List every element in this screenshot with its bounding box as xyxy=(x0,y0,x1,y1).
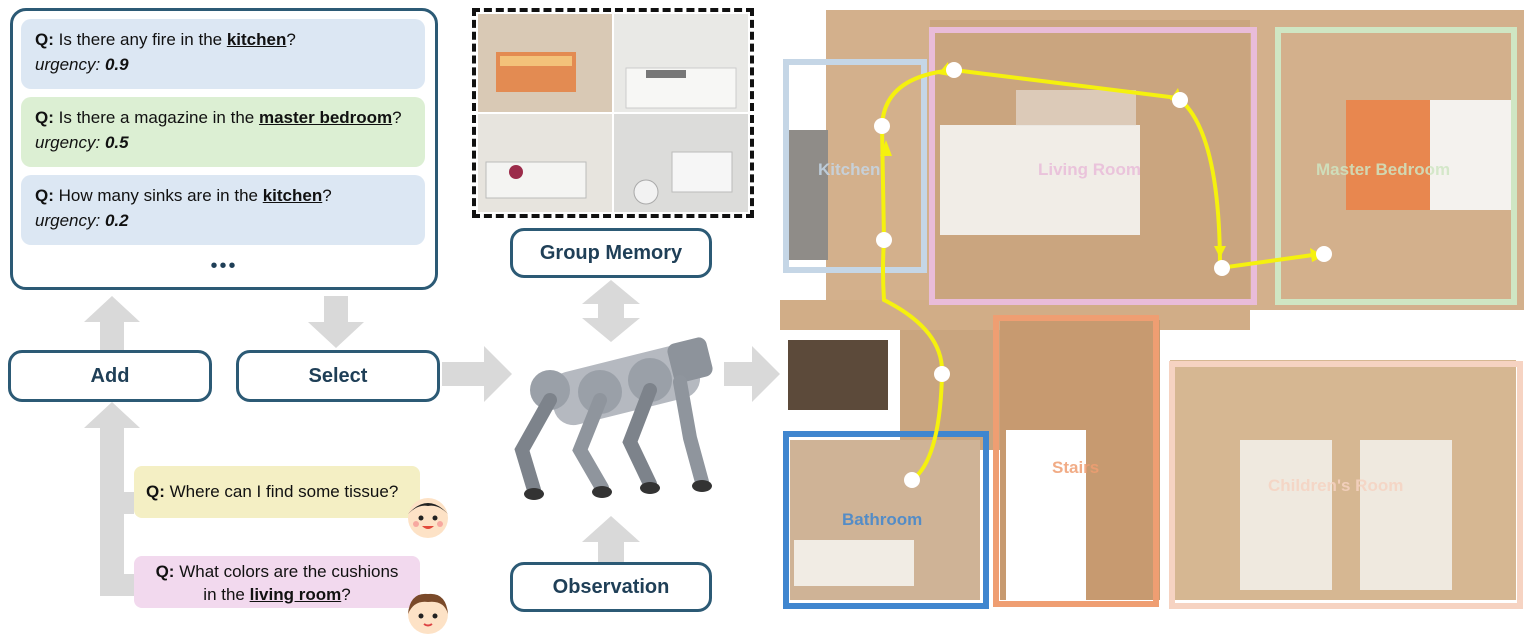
room-label-childrens-room: Children's Room xyxy=(1268,476,1404,495)
q-marker: Q: xyxy=(35,30,54,49)
room-name: master bedroom xyxy=(258,108,393,127)
robot-dog-icon xyxy=(514,337,713,500)
group-memory-button[interactable]: Group Memory xyxy=(510,228,712,278)
question-text-2: in the xyxy=(203,585,250,604)
urgency-label: urgency: xyxy=(35,211,101,230)
user1-connector xyxy=(112,492,134,514)
room-label-master-bedroom: Master Bedroom xyxy=(1316,160,1451,179)
room-label-bathroom: Bathroom xyxy=(842,510,923,529)
urgency-label: urgency: xyxy=(35,55,101,74)
robot-dog xyxy=(514,337,713,500)
urgency-value: 0.5 xyxy=(104,133,129,152)
girl-avatar-icon xyxy=(408,593,448,634)
question-end: ? xyxy=(392,108,402,127)
user-question-1[interactable]: Q: Where can I find some tissue? xyxy=(134,466,420,518)
add-to-queue-arrow xyxy=(84,296,140,350)
q-marker: Q: xyxy=(35,108,54,127)
more-ellipsis: ••• xyxy=(210,255,238,277)
group-memory-images xyxy=(472,8,754,218)
question-end: ? xyxy=(286,30,296,49)
observation-to-robot-arrow xyxy=(582,516,640,562)
select-button[interactable]: Select xyxy=(236,350,440,402)
urgency-value: 0.2 xyxy=(104,211,129,230)
waypoint xyxy=(1172,92,1188,108)
floor-map xyxy=(780,10,1524,609)
room-label-living-room: Living Room xyxy=(1038,160,1141,179)
room-box-stairs xyxy=(993,315,1159,607)
room-box-kitchen xyxy=(783,59,927,273)
room-name: living room xyxy=(249,585,342,604)
path-arrowhead xyxy=(1214,246,1226,258)
question-text: How many sinks are in the xyxy=(58,186,263,205)
room-box-master-bedroom xyxy=(1275,27,1517,305)
room-name: kitchen xyxy=(226,30,287,49)
question-text: Is there a magazine in the xyxy=(58,108,259,127)
room-label-stairs: Stairs xyxy=(1052,458,1100,477)
room-box-childrens-room xyxy=(1169,361,1523,609)
robot-to-map-arrow xyxy=(724,346,780,402)
room-box-bathroom xyxy=(783,431,989,609)
queue-item[interactable]: Q: Is there a magazine in the master bed… xyxy=(21,97,425,167)
path-arrowhead xyxy=(880,140,892,156)
waypoint xyxy=(1316,246,1332,262)
waypoint xyxy=(904,472,920,488)
memory-robot-arrow xyxy=(582,280,640,342)
select-to-robot-arrow xyxy=(442,346,512,402)
queue-item[interactable]: Q: How many sinks are in the kitchen? ur… xyxy=(21,175,425,245)
q-marker: Q: xyxy=(35,186,54,205)
urgency-value: 0.9 xyxy=(104,55,129,74)
question-end: ? xyxy=(341,585,351,604)
waypoint xyxy=(876,232,892,248)
waypoint xyxy=(934,366,950,382)
question-end: ? xyxy=(322,186,332,205)
urgency-label: urgency: xyxy=(35,133,101,152)
waypoint xyxy=(874,118,890,134)
question-text: Is there any fire in the xyxy=(58,30,227,49)
floor-plan xyxy=(780,10,1524,600)
room-name: kitchen xyxy=(262,186,323,205)
room-label-kitchen: Kitchen xyxy=(818,160,881,179)
boy-avatar-icon xyxy=(408,498,448,538)
room-box-living-room xyxy=(929,27,1257,305)
question-queue: Q: Is there any fire in the kitchen? urg… xyxy=(10,8,438,290)
q-marker: Q: xyxy=(146,482,165,501)
queue-item[interactable]: Q: Is there any fire in the kitchen? urg… xyxy=(21,19,425,89)
question-text: Where can I find some tissue? xyxy=(169,482,399,501)
question-text: What colors are the cushions xyxy=(179,562,399,581)
user-question-2[interactable]: Q: What colors are the cushions in the l… xyxy=(134,556,420,608)
queue-to-select-arrow xyxy=(308,296,364,348)
waypoint xyxy=(1214,260,1230,276)
memory-collage xyxy=(478,14,748,212)
waypoint xyxy=(946,62,962,78)
q-marker: Q: xyxy=(155,562,175,581)
add-button[interactable]: Add xyxy=(8,350,212,402)
observation-button[interactable]: Observation xyxy=(510,562,712,612)
